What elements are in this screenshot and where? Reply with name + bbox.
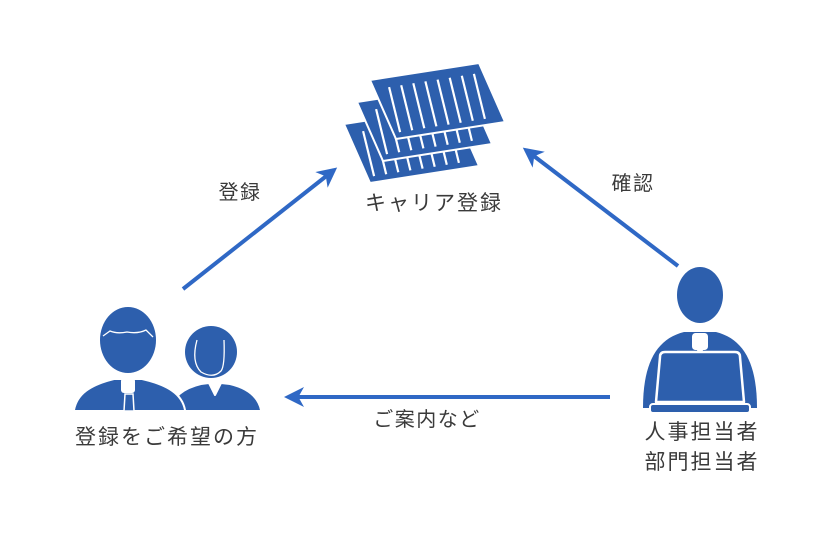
laptop-base	[649, 403, 751, 414]
man-figure	[73, 307, 186, 412]
document-stack-icon	[342, 61, 507, 185]
confirm-arrow-label: 確認	[611, 173, 655, 195]
laptop-screen	[654, 350, 746, 404]
guidance-arrow-label: ご案内など	[373, 409, 481, 431]
woman-figure	[169, 326, 262, 412]
staff-label-line1: 人事担当者	[644, 421, 760, 444]
register-arrow-label: 登録	[218, 182, 262, 204]
career-registration-label: キャリア登録	[365, 192, 503, 215]
staff-label: 人事担当者 部門担当者	[645, 418, 760, 478]
two-people-icon	[73, 307, 262, 412]
staff-label-line2: 部門担当者	[644, 451, 760, 474]
confirm-arrow	[522, 147, 680, 268]
applicants-label: 登録をご希望の方	[75, 426, 259, 449]
person-at-laptop-icon	[643, 267, 757, 414]
